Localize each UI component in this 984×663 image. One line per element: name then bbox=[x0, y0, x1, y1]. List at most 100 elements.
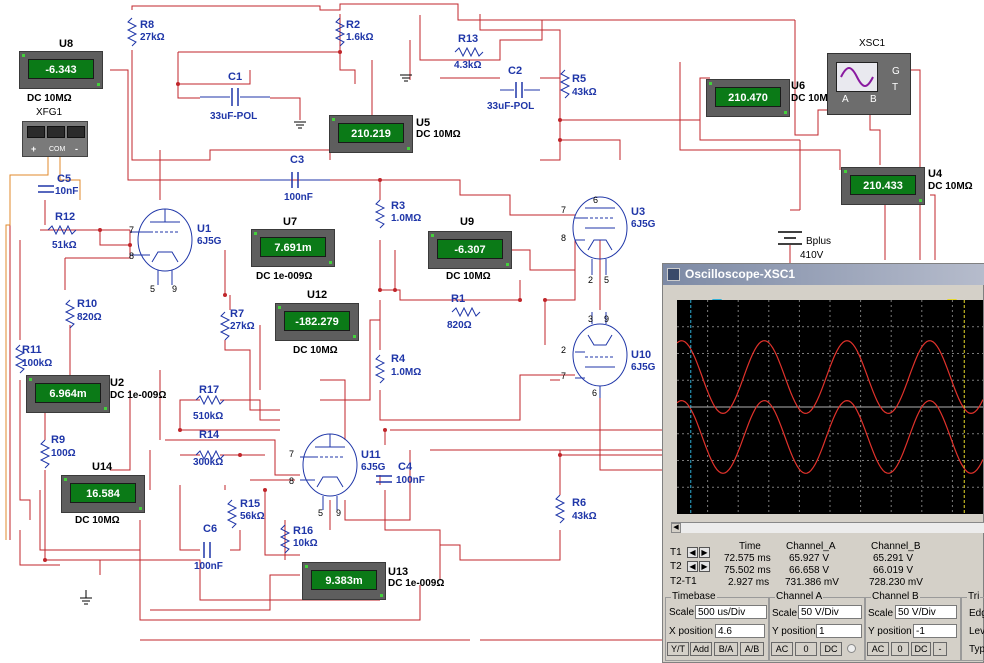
meter-u13-mode: DC 1e-009Ω bbox=[388, 578, 445, 589]
r11-value: 100kΩ bbox=[22, 358, 53, 369]
channel-a-radio-icon[interactable] bbox=[847, 644, 856, 653]
timebase-title: Timebase bbox=[671, 591, 717, 602]
timebase-scale-field[interactable]: 500 us/Div bbox=[695, 605, 767, 619]
function-generator-xfg1[interactable]: + COM - bbox=[22, 121, 88, 157]
channel-a-scale-field[interactable]: 50 V/Div bbox=[798, 605, 862, 619]
r5-value: 43kΩ bbox=[572, 87, 597, 98]
tube-u1-pin5: 5 bbox=[150, 284, 156, 294]
meter-u2-name: U2 bbox=[110, 377, 125, 389]
meter-u9[interactable]: -6.307 bbox=[428, 231, 512, 269]
meter-u5-mode: DC 10MΩ bbox=[416, 129, 461, 140]
timebase-xpos-field[interactable]: 4.6 bbox=[715, 624, 765, 638]
meter-u9-mode: DC 10MΩ bbox=[446, 271, 491, 282]
oscilloscope-title-bar[interactable]: Oscilloscope-XSC1 bbox=[663, 264, 984, 285]
t2-right-arrow-icon[interactable]: ▶ bbox=[699, 561, 710, 572]
tube-u10-pin7: 7 bbox=[561, 371, 567, 381]
xfg1-label: XFG1 bbox=[36, 107, 63, 118]
tube-u11-pin9: 9 bbox=[336, 508, 342, 518]
meter-u9-name: U9 bbox=[460, 216, 475, 228]
oscilloscope-xsc1[interactable]: G T A B bbox=[827, 53, 911, 115]
c5-label: C5 bbox=[57, 173, 72, 185]
meter-u8[interactable]: -6.343 bbox=[19, 51, 103, 89]
meter-u4[interactable]: 210.433 bbox=[841, 167, 925, 205]
meter-u9-reading: -6.307 bbox=[437, 239, 503, 259]
tube-u11-name: U11 bbox=[361, 449, 381, 461]
r2-value: 1.6kΩ bbox=[346, 32, 374, 43]
ab-button[interactable]: A/B bbox=[740, 642, 764, 656]
add-button[interactable]: Add bbox=[690, 642, 712, 656]
sine-wave-icon bbox=[27, 126, 45, 138]
c6-value: 100nF bbox=[194, 561, 223, 572]
readout-header-channel-b: Channel_B bbox=[871, 541, 921, 552]
channel-b-zero-button[interactable]: 0 bbox=[891, 642, 909, 656]
channel-a-zero-button[interactable]: 0 bbox=[795, 642, 817, 656]
channel-b-ac-button[interactable]: AC bbox=[867, 642, 889, 656]
c1-label: C1 bbox=[228, 71, 243, 83]
yt-button[interactable]: Y/T bbox=[667, 642, 689, 656]
r4-value: 1.0MΩ bbox=[391, 367, 422, 378]
channel-b-invert-button[interactable]: - bbox=[933, 642, 947, 656]
r15-label: R15 bbox=[240, 498, 261, 510]
xsc1-label: XSC1 bbox=[859, 38, 886, 49]
meter-u14[interactable]: 16.584 bbox=[61, 475, 145, 513]
battery-name: Bplus bbox=[806, 236, 832, 247]
r7-label: R7 bbox=[230, 308, 245, 320]
meter-u7[interactable]: 7.691m bbox=[251, 229, 335, 267]
r14-value: 300kΩ bbox=[193, 457, 224, 468]
r2-label: R2 bbox=[346, 19, 361, 31]
meter-u2[interactable]: 6.964m bbox=[26, 375, 110, 413]
t2-left-arrow-icon[interactable]: ◀ bbox=[687, 561, 698, 572]
timebase-scale-label: Scale bbox=[669, 607, 695, 618]
r17-label: R17 bbox=[199, 384, 220, 396]
tube-u3-model: 6J5G bbox=[631, 219, 656, 230]
channel-b-ypos-field[interactable]: -1 bbox=[913, 624, 957, 638]
meter-u12-reading: -182.279 bbox=[284, 311, 350, 331]
channel-b-scale-field[interactable]: 50 V/Div bbox=[895, 605, 957, 619]
meter-u8-name: U8 bbox=[59, 38, 74, 50]
meter-u13-reading: 9.383m bbox=[311, 570, 377, 590]
readout-t2-time: 75.502 ms bbox=[724, 565, 771, 576]
meter-u8-reading: -6.343 bbox=[28, 59, 94, 79]
tube-u11-pin7: 7 bbox=[289, 449, 295, 459]
channel-b-dc-button[interactable]: DC bbox=[911, 642, 931, 656]
r13-value: 4.3kΩ bbox=[454, 60, 482, 71]
meter-u7-reading: 7.691m bbox=[260, 237, 326, 257]
xfg1-terminal-com: COM bbox=[49, 146, 66, 153]
r12-label: R12 bbox=[55, 211, 76, 223]
meter-u5[interactable]: 210.219 bbox=[329, 115, 413, 153]
r3-label: R3 bbox=[391, 200, 406, 212]
tube-u3-pin7: 7 bbox=[561, 205, 567, 215]
channel-a-ac-button[interactable]: AC bbox=[771, 642, 793, 656]
meter-u5-name: U5 bbox=[416, 117, 431, 129]
meter-u6[interactable]: 210.470 bbox=[706, 79, 790, 117]
t1-left-arrow-icon[interactable]: ◀ bbox=[687, 547, 698, 558]
meter-u12[interactable]: -182.279 bbox=[275, 303, 359, 341]
c4-value: 100nF bbox=[396, 475, 425, 486]
meter-u14-reading: 16.584 bbox=[70, 483, 136, 503]
readout-header-channel-a: Channel_A bbox=[786, 541, 836, 552]
readout-delta-channel-a: 731.386 mV bbox=[785, 577, 839, 588]
channel-a-title: Channel A bbox=[775, 591, 824, 602]
c5-value: 10nF bbox=[55, 186, 79, 197]
meter-u13[interactable]: 9.383m bbox=[302, 562, 386, 600]
channel-a-ypos-field[interactable]: 1 bbox=[816, 624, 862, 638]
xsc1-terminal-b: B bbox=[870, 94, 877, 105]
screen-scrollbar[interactable]: ◀ bbox=[671, 522, 984, 533]
tube-u10-model: 6J5G bbox=[631, 362, 656, 373]
xfg1-terminal-minus: - bbox=[75, 144, 78, 154]
scroll-left-arrow-icon[interactable]: ◀ bbox=[671, 523, 681, 533]
readout-row-t1-label: T1 bbox=[670, 547, 682, 558]
oscilloscope-screen[interactable] bbox=[676, 300, 984, 514]
channel-b-ypos-label: Y position bbox=[868, 626, 912, 637]
trigger-title: Tri bbox=[967, 591, 981, 602]
readout-t2-channel-a: 66.658 V bbox=[789, 565, 830, 576]
ba-button[interactable]: B/A bbox=[714, 642, 738, 656]
r12-value: 51kΩ bbox=[52, 240, 77, 251]
channel-a-dc-button[interactable]: DC bbox=[820, 642, 842, 656]
r16-label: R16 bbox=[293, 525, 314, 537]
xsc1-terminal-t: T bbox=[892, 82, 899, 93]
oscilloscope-window[interactable]: Oscilloscope-XSC1 ◀ Time Channel_A Chann… bbox=[662, 263, 984, 663]
tube-u1-pin9: 9 bbox=[172, 284, 178, 294]
t1-right-arrow-icon[interactable]: ▶ bbox=[699, 547, 710, 558]
